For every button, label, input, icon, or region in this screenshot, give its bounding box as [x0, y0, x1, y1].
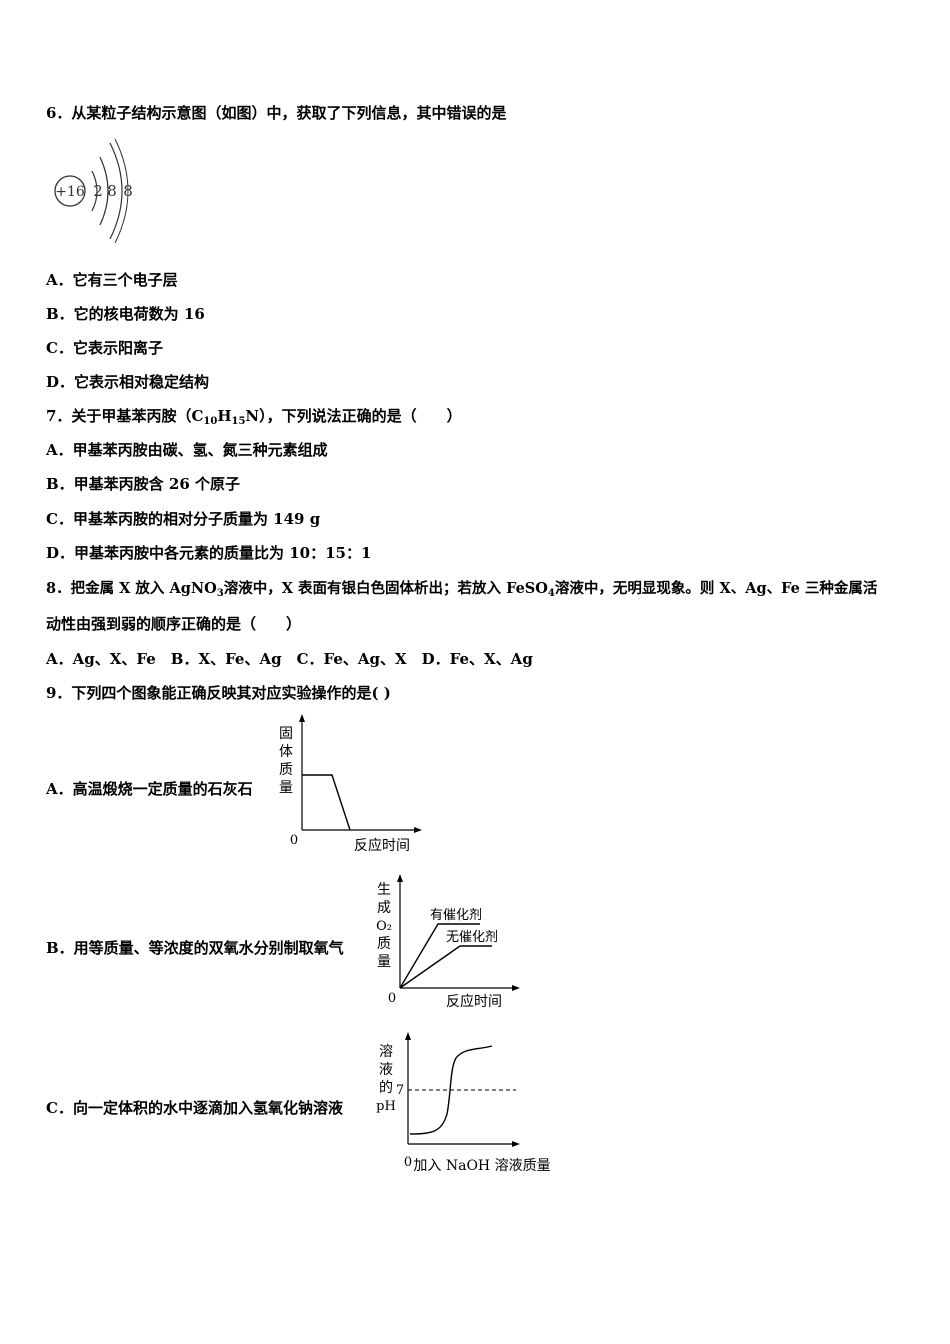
q7-sub-hydrogen: 15: [231, 416, 246, 427]
graph-a-ylabel-4: 量: [279, 780, 293, 796]
q8-stem-post: 溶液中，无明显现象。则 X、Ag、Fe 三种金属活: [554, 580, 878, 597]
q7-option-a: A．甲基苯丙胺由碳、氢、氮三种元素组成: [46, 441, 328, 459]
shell-1-electrons: 2: [93, 182, 103, 200]
q9-option-c: C．向一定体积的水中逐滴加入氢氧化钠溶液: [46, 1099, 343, 1117]
graph-a-origin: 0: [290, 833, 298, 848]
graph-c-ylabel-1: 溶: [379, 1044, 393, 1060]
graph-c-ref-label: 7: [396, 1083, 404, 1098]
q8-options: A．Ag、X、Fe B．X、Fe、Ag C．Fe、Ag、X D．Fe、X、Ag: [46, 650, 533, 668]
graph-b-label-catalyst: 有催化剂: [430, 908, 482, 923]
q7-stem: 7．关于甲基苯丙胺（C10H15N），下列说法正确的是（ ）: [46, 405, 462, 427]
q9-option-b: B．用等质量、等浓度的双氧水分别制取氧气: [46, 939, 344, 957]
q6-stem: 6．从某粒子结构示意图（如图）中，获取了下列信息，其中错误的是: [46, 104, 507, 122]
nucleus-charge: +16: [55, 184, 85, 200]
q8-sub-3: 3: [216, 588, 224, 599]
graph-c-origin: 0: [404, 1155, 412, 1170]
q7-sub-carbon: 10: [203, 416, 218, 427]
q8-stem-line2: 动性由强到弱的顺序正确的是（ ）: [46, 615, 302, 633]
q6-option-a: A．它有三个电子层: [46, 271, 178, 289]
graph-c-xlabel: 加入 NaOH 溶液质量: [413, 1158, 550, 1174]
q8-stem-mid: 溶液中，X 表面有银白色固体析出；若放入 FeSO: [223, 580, 548, 597]
q9-stem: 9．下列四个图象能正确反映其对应实验操作的是( ): [46, 684, 391, 702]
graph-b-series-catalyst: [399, 923, 480, 989]
shell-2-electrons: 8: [107, 182, 117, 200]
atom-structure-diagram: +16 2 8 8: [54, 138, 133, 244]
q8-sub-4: 4: [547, 588, 555, 599]
graph-a-xlabel: 反应时间: [354, 837, 410, 854]
graph-a: 固 体 质 量 0 反应时间: [279, 714, 422, 854]
graph-a-ylabel-1: 固: [279, 726, 293, 742]
graph-c-ylabel-4: pH: [376, 1099, 396, 1114]
graph-b-ylabel-1: 生: [377, 882, 391, 898]
graph-c: 溶 液 的 pH 7 0 加入 NaOH 溶液质量: [376, 1032, 551, 1174]
graph-b-ylabel-3: O₂: [376, 919, 392, 934]
graph-b-ylabel-5: 量: [377, 954, 391, 970]
graph-c-ylabel-3: 的: [379, 1080, 393, 1096]
q7-option-b: B．甲基苯丙胺含 26 个原子: [46, 475, 240, 493]
graph-a-curve: [302, 774, 351, 831]
q7-option-d: D．甲基苯丙胺中各元素的质量比为 10：15：1: [46, 544, 372, 562]
graph-a-ylabel-3: 质: [279, 762, 293, 778]
q6-option-d: D．它表示相对稳定结构: [46, 373, 210, 391]
graph-b-series-no-catalyst: [399, 945, 492, 989]
graph-b-xlabel: 反应时间: [446, 993, 502, 1010]
q7-stem-post: N），下列说法正确的是（ ）: [245, 407, 462, 425]
q6-option-b: B．它的核电荷数为 16: [46, 305, 205, 323]
shell-3-electrons: 8: [123, 182, 133, 200]
graph-c-curve: [409, 1045, 493, 1135]
q6-option-c: C．它表示阳离子: [46, 339, 163, 357]
graph-b-label-no-catalyst: 无催化剂: [446, 930, 498, 945]
graph-a-ylabel-2: 体: [279, 744, 293, 760]
graph-b: 生 成 O₂ 质 量 有催化剂 无催化剂 0 反应时间: [376, 874, 520, 1010]
graph-c-ylabel-2: 液: [379, 1062, 393, 1078]
q8-stem-pre: 8．把金属 X 放入 AgNO: [46, 580, 217, 597]
q7-stem-h: H: [217, 407, 232, 425]
graph-b-ylabel-4: 质: [377, 936, 391, 952]
q7-stem-pre: 7．关于甲基苯丙胺（C: [46, 407, 204, 425]
nucleus-circle: [54, 175, 86, 207]
q8-stem-line1: 8．把金属 X 放入 AgNO3溶液中，X 表面有银白色固体析出；若放入 FeS…: [46, 577, 877, 599]
graph-b-origin: 0: [388, 991, 396, 1006]
graph-b-ylabel-2: 成: [377, 900, 391, 916]
q7-option-c: C．甲基苯丙胺的相对分子质量为 149 g: [46, 510, 321, 528]
q9-option-a: A．高温煅烧一定质量的石灰石: [46, 780, 253, 798]
